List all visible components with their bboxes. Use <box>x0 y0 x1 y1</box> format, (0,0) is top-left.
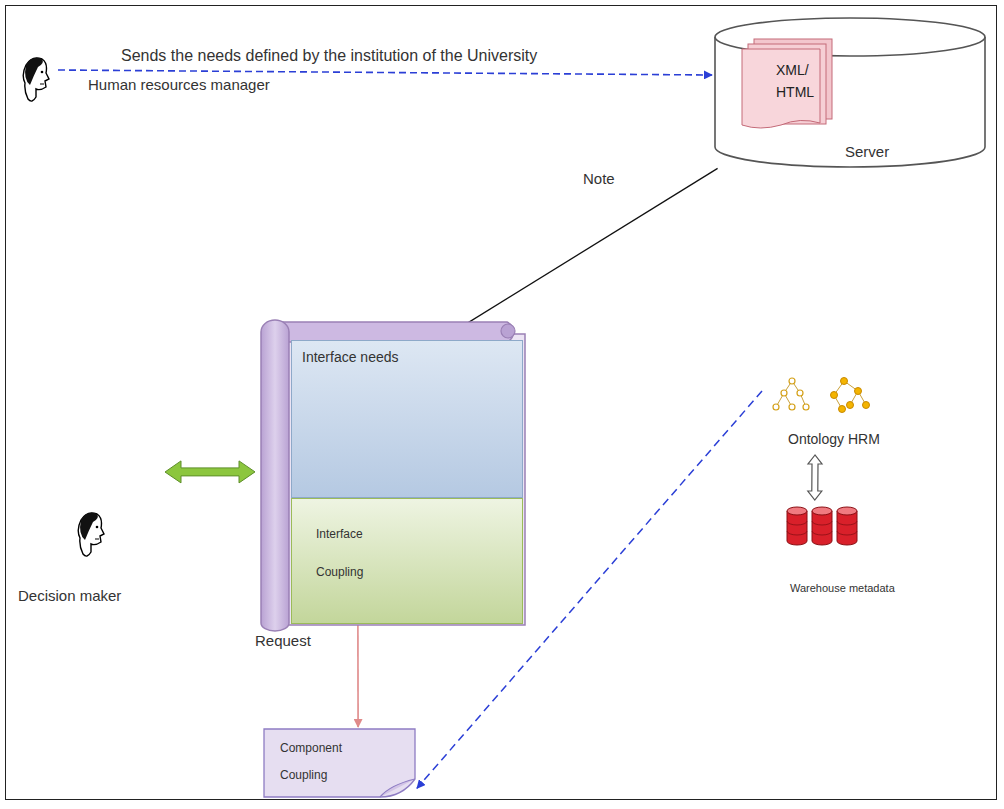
icon <box>73 510 109 569</box>
icon <box>762 375 887 429</box>
node-graphic <box>762 375 887 425</box>
node-label: Server <box>845 143 889 160</box>
node-graphic <box>73 510 109 565</box>
diagram-node: Warehouse metadata <box>770 500 910 600</box>
diagram-node: Interface needs <box>291 340 523 498</box>
connector <box>357 625 359 727</box>
connector <box>808 455 822 500</box>
node-label: Ontology HRM <box>788 431 880 447</box>
diagram-node: Component Coupling <box>262 727 417 799</box>
node-graphic <box>262 727 417 799</box>
icon <box>18 55 54 114</box>
diagram-node: Decision maker <box>15 455 165 615</box>
node-label: Decision maker <box>18 587 121 604</box>
connector <box>448 168 718 335</box>
node-label: Interface needs <box>302 349 399 365</box>
node-label: Human resources manager <box>88 76 270 93</box>
diagram-node: XML/ HTML <box>740 37 835 132</box>
node-graphic <box>785 503 860 549</box>
node-label: XML/ HTML <box>776 59 822 103</box>
node-label: Request <box>255 632 311 649</box>
connector <box>58 70 712 75</box>
node-label: Interface Coupling <box>316 515 396 591</box>
diagram-node: Ontology HRM <box>762 375 887 455</box>
icon <box>785 503 860 553</box>
edge-label: Note <box>580 170 618 187</box>
diagram-node: Interface Coupling <box>291 498 523 624</box>
node-graphic <box>18 55 54 110</box>
node-label: Warehouse metadata <box>790 582 895 594</box>
connector <box>165 461 255 483</box>
edge-label: Sends the needs defined by the instituti… <box>118 47 540 65</box>
node-label: Component Coupling <box>280 735 360 789</box>
diagram-node: Request Interface needsInterface Coupling <box>255 318 528 660</box>
diagram-node: Server XML/ HTML <box>712 15 990 170</box>
